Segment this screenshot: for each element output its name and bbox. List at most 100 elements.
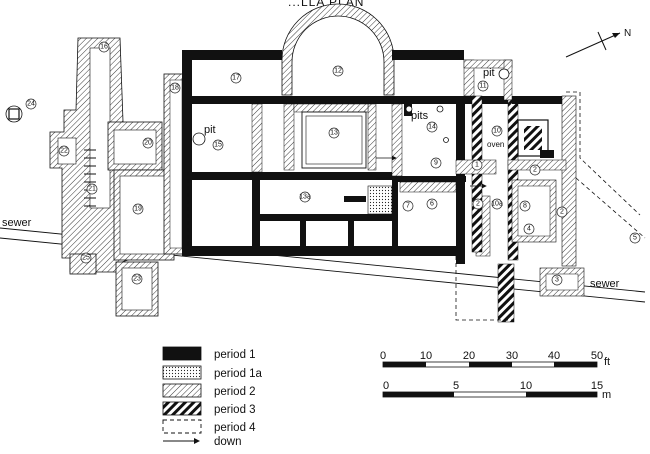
svg-text:period 2: period 2 xyxy=(214,386,256,398)
room-label-10: 10 xyxy=(491,125,503,137)
svg-text:13a: 13a xyxy=(299,194,311,201)
room-label-5: 5 xyxy=(629,232,641,244)
main-block-period1 xyxy=(182,50,512,264)
svg-text:ft: ft xyxy=(604,356,610,368)
svg-text:period 1: period 1 xyxy=(214,349,256,361)
pit-label-east: pit xyxy=(483,67,495,79)
svg-text:2: 2 xyxy=(533,167,537,174)
svg-text:14: 14 xyxy=(428,124,436,131)
svg-text:21: 21 xyxy=(88,186,96,193)
legend-item-period1: period 1 xyxy=(162,346,256,361)
svg-text:10: 10 xyxy=(493,128,501,135)
svg-text:1: 1 xyxy=(475,162,479,169)
svg-text:25: 25 xyxy=(82,255,90,262)
pits-label: pits xyxy=(411,110,429,122)
legend-item-period2: period 2 xyxy=(162,383,256,398)
svg-text:15: 15 xyxy=(591,380,603,392)
svg-text:3: 3 xyxy=(555,277,559,284)
room-label-3: 3 xyxy=(551,274,563,286)
svg-text:15: 15 xyxy=(214,142,222,149)
north-label: N xyxy=(624,28,631,39)
svg-text:5: 5 xyxy=(633,235,637,242)
plan-title: ...LLA PLAN xyxy=(288,0,364,9)
room-label-16: 16 xyxy=(98,41,110,53)
legend-item-period3: period 3 xyxy=(162,401,256,416)
room-label-24: 24 xyxy=(25,98,37,110)
legend: period 1 period 1a period 2 period 3 per… xyxy=(162,346,263,448)
svg-text:50: 50 xyxy=(591,350,603,362)
room-label-7: 7 xyxy=(402,200,414,212)
room-label-12: 12 xyxy=(332,65,344,77)
room-label-20: 20 xyxy=(142,137,154,149)
svg-text:12: 12 xyxy=(334,68,342,75)
room-label-11: 11 xyxy=(477,80,489,92)
room-label-19: 19 xyxy=(132,203,144,215)
room-label-15: 15 xyxy=(212,139,224,151)
svg-text:period 3: period 3 xyxy=(214,404,256,416)
svg-text:2: 2 xyxy=(476,201,480,208)
svg-text:11: 11 xyxy=(479,83,486,90)
pit-details xyxy=(192,68,510,146)
scale-bar-metres: 0 5 10 15 m xyxy=(382,380,611,401)
svg-text:24: 24 xyxy=(27,101,35,108)
scale-bar-feet: 0 10 20 30 40 50 ft xyxy=(380,350,610,368)
svg-text:7: 7 xyxy=(406,203,410,210)
courtyard-13 xyxy=(301,111,367,169)
legend-item-down: down xyxy=(163,436,242,448)
pit-label-west: pit xyxy=(204,124,216,136)
svg-text:22: 22 xyxy=(60,148,68,155)
room-label-2: 2 xyxy=(472,198,484,210)
svg-text:30: 30 xyxy=(506,350,518,362)
room-label-8: 8 xyxy=(519,200,531,212)
svg-text:0: 0 xyxy=(380,350,386,362)
sewer-label-right: sewer xyxy=(590,278,620,290)
room-label-2: 2 xyxy=(529,164,541,176)
svg-text:down: down xyxy=(214,436,242,448)
room-label-14: 14 xyxy=(426,121,438,133)
svg-text:40: 40 xyxy=(548,350,560,362)
legend-item-period4: period 4 xyxy=(162,419,256,434)
svg-text:2: 2 xyxy=(560,209,564,216)
svg-text:16: 16 xyxy=(100,44,108,51)
svg-text:10: 10 xyxy=(520,380,532,392)
east-wing xyxy=(455,95,585,323)
room-label-22: 22 xyxy=(58,145,70,157)
main-block-period2 xyxy=(251,59,513,257)
legend-item-period1a: period 1a xyxy=(162,365,263,380)
sewer-label-left: sewer xyxy=(2,217,32,229)
svg-text:20: 20 xyxy=(144,140,152,147)
svg-text:period 4: period 4 xyxy=(214,422,256,434)
svg-text:4: 4 xyxy=(527,226,531,233)
svg-text:18: 18 xyxy=(171,85,179,92)
room-label-6: 6 xyxy=(426,198,438,210)
svg-text:m: m xyxy=(602,389,611,401)
apse xyxy=(281,3,395,96)
svg-text:period 1a: period 1a xyxy=(214,368,263,380)
svg-text:13: 13 xyxy=(330,130,338,137)
svg-text:9: 9 xyxy=(434,160,438,167)
period4-outlines xyxy=(187,91,646,321)
room-label-17: 17 xyxy=(230,72,242,84)
room-label-10a: 10a xyxy=(491,198,503,210)
room-label-18: 18 xyxy=(169,82,181,94)
west-annex xyxy=(49,37,187,317)
room-label-13: 13 xyxy=(328,127,340,139)
room-label-25: 25 xyxy=(80,252,92,264)
room-label-23: 23 xyxy=(131,273,143,285)
room-label-13a: 13a xyxy=(299,191,311,203)
well-24 xyxy=(5,105,23,123)
room-label-9: 9 xyxy=(430,157,442,169)
room-numbers: 1 2 2 2 3 4 5 6 7 8 9 10 10a 11 12 13 13… xyxy=(25,41,641,286)
room-label-21: 21 xyxy=(86,183,98,195)
svg-text:0: 0 xyxy=(383,380,389,392)
room-label-1: 1 xyxy=(471,159,483,171)
stair-period1a xyxy=(367,185,393,215)
svg-text:20: 20 xyxy=(463,350,475,362)
svg-text:23: 23 xyxy=(133,276,141,283)
svg-text:10a: 10a xyxy=(491,201,503,208)
svg-text:19: 19 xyxy=(134,206,142,213)
svg-text:10: 10 xyxy=(420,350,432,362)
svg-text:5: 5 xyxy=(453,380,459,392)
svg-text:6: 6 xyxy=(430,201,434,208)
